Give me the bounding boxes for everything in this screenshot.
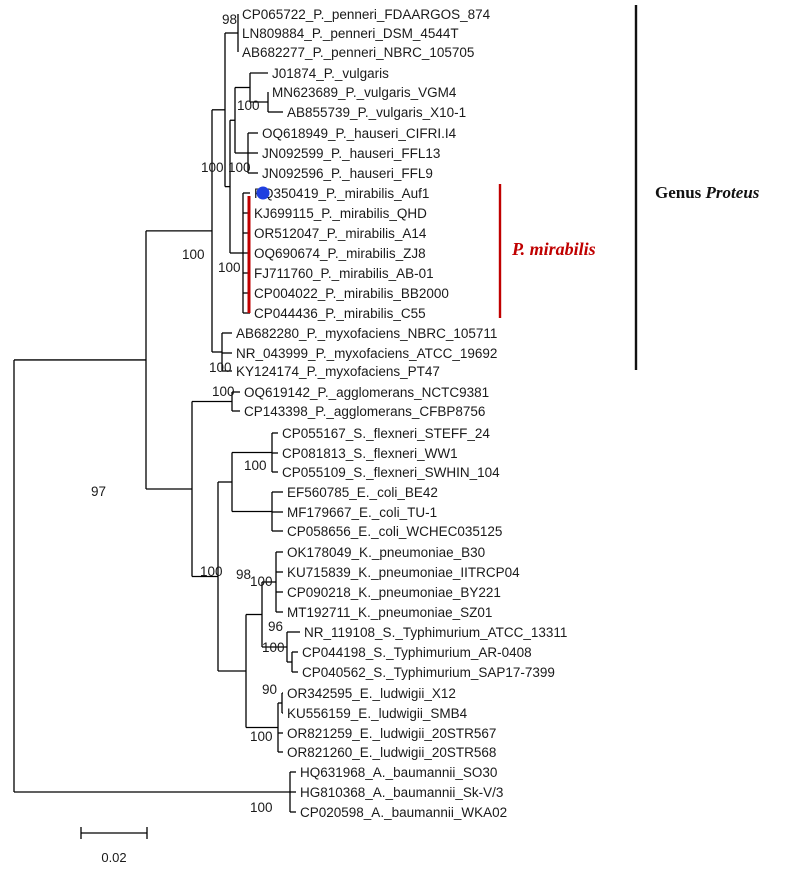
mirabilis-clade-label: P. mirabilis (511, 239, 596, 259)
scale-bar-label: 0.02 (101, 850, 126, 865)
taxon-label: JN092596_P._hauseri_FFL9 (262, 166, 433, 181)
taxon-label: CP044436_P._mirabilis_C55 (254, 306, 426, 321)
query-sequence-marker (256, 186, 270, 200)
taxon-label: JN092599_P._hauseri_FFL13 (262, 146, 440, 161)
taxon-label: MF179667_E._coli_TU-1 (287, 505, 437, 520)
bootstrap-value: 100 (200, 564, 223, 579)
taxon-label: OR821260_E._ludwigii_20STR568 (287, 745, 496, 760)
taxon-label: AB682280_P._myxofaciens_NBRC_105711 (236, 326, 497, 341)
tree-branches (13, 14, 300, 813)
bootstrap-value: 100 (237, 98, 260, 113)
bootstrap-value: 100 (262, 640, 285, 655)
taxon-label: OQ618949_P._hauseri_CIFRI.I4 (262, 126, 457, 141)
bootstrap-value: 96 (268, 619, 283, 634)
bootstrap-value: 100 (250, 729, 273, 744)
taxon-label: CP040562_S._Typhimurium_SAP17-7399 (302, 665, 555, 680)
taxon-label: CP055167_S._flexneri_STEFF_24 (282, 426, 490, 441)
taxon-label: OK178049_K._pneumoniae_B30 (287, 545, 485, 560)
bootstrap-value: 97 (91, 484, 106, 499)
taxon-label: EF560785_E._coli_BE42 (287, 485, 438, 500)
taxon-label: NR_043999_P._myxofaciens_ATCC_19692 (236, 346, 497, 361)
taxon-labels: CP065722_P._penneri_FDAARGOS_874LN809884… (236, 7, 567, 820)
taxon-label: KU715839_K._pneumoniae_IITRCP04 (287, 565, 520, 580)
genus-proteus-label: Genus Proteus (655, 183, 760, 202)
taxon-label: HQ631968_A._baumannii_SO30 (300, 765, 497, 780)
taxon-label: CP044198_S._Typhimurium_AR-0408 (302, 645, 532, 660)
taxon-label: CP143398_P._agglomerans_CFBP8756 (244, 404, 485, 419)
genus-label-name: Proteus (705, 183, 760, 202)
taxon-label: CP004022_P._mirabilis_BB2000 (254, 286, 449, 301)
taxon-label: HG810368_A._baumannii_Sk-V/3 (300, 785, 503, 800)
taxon-label: OR821259_E._ludwigii_20STR567 (287, 726, 496, 741)
taxon-label: LN809884_P._penneri_DSM_4544T (242, 26, 459, 41)
taxon-label: CP020598_A._baumannii_WKA02 (300, 805, 507, 820)
bootstrap-value: 90 (262, 682, 277, 697)
taxon-label: NR_119108_S._Typhimurium_ATCC_13311 (304, 625, 567, 640)
bootstrap-value: 100 (228, 160, 251, 175)
taxon-label: CP058656_E._coli_WCHEC035125 (287, 524, 502, 539)
taxon-label: KY124174_P._myxofaciens_PT47 (236, 364, 440, 379)
taxon-label: OR342595_E._ludwigii_X12 (287, 686, 456, 701)
taxon-label: CP090218_K._pneumoniae_BY221 (287, 585, 501, 600)
bootstrap-value: 100 (218, 260, 241, 275)
bootstrap-value: 100 (209, 360, 232, 375)
taxon-label: MN623689_P._vulgaris_VGM4 (272, 85, 457, 100)
taxon-label: OQ690674_P._mirabilis_ZJ8 (254, 246, 426, 261)
bootstrap-value: 100 (244, 458, 267, 473)
taxon-label: AB682277_P._penneri_NBRC_105705 (242, 45, 474, 60)
bootstrap-value: 100 (250, 800, 273, 815)
scale-bar: 0.02 (80, 827, 148, 865)
taxon-label: PQ350419_P._mirabilis_Auf1 (254, 186, 429, 201)
bootstrap-value: 98 (222, 12, 237, 27)
taxon-label: OR512047_P._mirabilis_A14 (254, 226, 427, 241)
taxon-label: KU556159_E._ludwigii_SMB4 (287, 706, 468, 721)
bootstrap-value: 100 (212, 384, 235, 399)
bootstrap-value: 98 (236, 567, 251, 582)
taxon-label: CP065722_P._penneri_FDAARGOS_874 (242, 7, 491, 22)
taxon-label: OQ619142_P._agglomerans_NCTC9381 (244, 385, 489, 400)
taxon-label: CP055109_S._flexneri_SWHIN_104 (282, 465, 500, 480)
bootstrap-value: 100 (250, 574, 273, 589)
bootstrap-value: 100 (182, 247, 205, 262)
taxon-label: FJ711760_P._mirabilis_AB-01 (254, 266, 434, 281)
taxon-label: CP081813_S._flexneri_WW1 (282, 446, 458, 461)
taxon-label: MT192711_K._pneumoniae_SZ01 (287, 605, 492, 620)
bootstrap-value: 100 (201, 160, 224, 175)
genus-label-prefix: Genus (655, 183, 706, 202)
taxon-label: J01874_P._vulgaris (272, 66, 389, 81)
taxon-label: KJ699115_P._mirabilis_QHD (254, 206, 427, 221)
taxon-label: AB855739_P._vulgaris_X10-1 (287, 105, 466, 120)
